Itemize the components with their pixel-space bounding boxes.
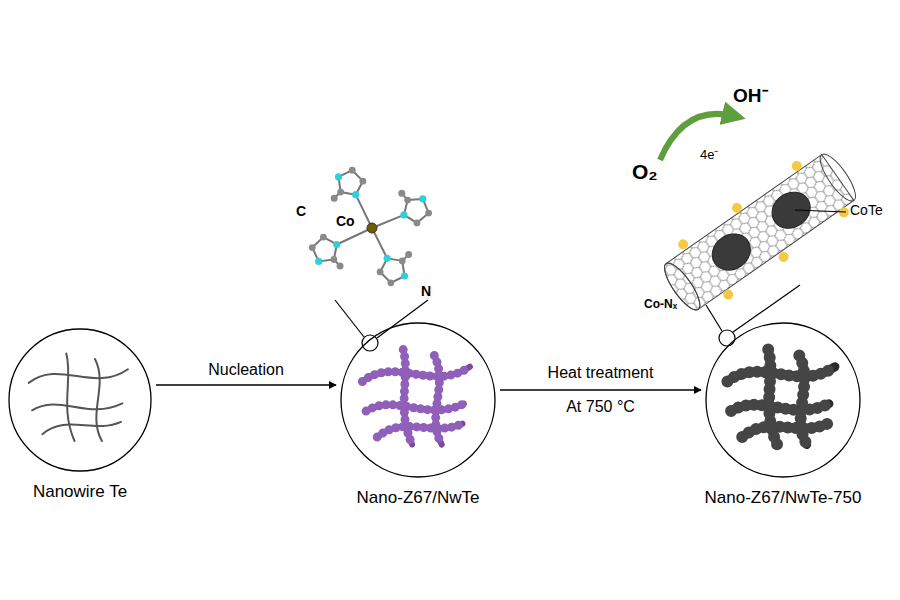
nanowire-beads bbox=[403, 350, 412, 445]
sample-circle: Nano-Z67/NwTe-750 bbox=[705, 322, 861, 508]
nanowire-beads bbox=[742, 424, 827, 437]
nanowire bbox=[29, 369, 128, 383]
nanowire bbox=[768, 350, 777, 445]
nanowire bbox=[377, 424, 462, 437]
co-nx-site bbox=[676, 237, 690, 251]
nanowire-beads bbox=[768, 350, 777, 445]
sample-circle: Nanowire Te bbox=[8, 328, 152, 502]
nanowire-beads bbox=[362, 367, 470, 382]
sample-circle: Nano-Z67/NwTe bbox=[340, 322, 496, 508]
nanowire bbox=[403, 350, 412, 445]
step-label: Heat treatment At 750 °C bbox=[539, 356, 663, 424]
co-nx-site bbox=[790, 159, 804, 173]
circle-outline bbox=[340, 322, 496, 478]
part-label: C bbox=[296, 204, 306, 219]
nanowire bbox=[799, 356, 806, 445]
part-label: N bbox=[421, 284, 431, 299]
zoom-circle bbox=[362, 335, 378, 351]
nanowire-beads bbox=[434, 356, 441, 445]
reaction-arrow bbox=[660, 114, 734, 160]
part-label: OH⁻ bbox=[733, 86, 768, 107]
nanowire bbox=[32, 403, 122, 410]
sample-name: Nanowire Te bbox=[0, 482, 212, 502]
nanowire bbox=[727, 367, 835, 382]
leader-line bbox=[795, 210, 846, 212]
co-nx-site bbox=[730, 201, 744, 215]
nanowire bbox=[434, 356, 441, 445]
cote-particle bbox=[705, 227, 757, 278]
part-label: O₂ bbox=[632, 160, 658, 183]
nanowire bbox=[42, 422, 121, 434]
leader-line bbox=[335, 300, 364, 337]
nanowire-beads bbox=[799, 356, 806, 445]
nanowire bbox=[742, 424, 827, 437]
nanowire-beads bbox=[731, 404, 829, 411]
zoom-circle bbox=[719, 330, 735, 346]
carbon-nanotube bbox=[652, 140, 867, 323]
nanowire bbox=[362, 367, 470, 382]
circle-outline bbox=[705, 322, 861, 478]
nanowire-beads bbox=[377, 424, 462, 437]
leader-line bbox=[706, 305, 722, 331]
process-arrow bbox=[500, 389, 701, 391]
leader-line bbox=[377, 300, 428, 338]
nanowire bbox=[366, 404, 464, 411]
nanowire bbox=[66, 354, 74, 442]
nanowire bbox=[731, 404, 829, 411]
circle-outline bbox=[8, 328, 152, 472]
nanowire-beads bbox=[366, 404, 464, 411]
nanowire-beads bbox=[727, 367, 835, 382]
part-label: Co bbox=[336, 214, 355, 229]
part-label: 4e⁻ bbox=[700, 148, 718, 162]
process-arrow bbox=[156, 384, 336, 386]
sample-name: Nano-Z67/NwTe bbox=[280, 488, 556, 508]
nanowires bbox=[29, 350, 835, 445]
step-label: Nucleation bbox=[208, 361, 284, 379]
zif67-molecule bbox=[309, 167, 432, 286]
sample-name: Nano-Z67/NwTe-750 bbox=[645, 488, 900, 508]
co-nx-site bbox=[721, 288, 735, 302]
nanowire bbox=[95, 359, 102, 441]
part-label: Co-Nₓ bbox=[644, 298, 677, 311]
co-nx-site bbox=[777, 250, 791, 264]
part-label: CoTe bbox=[850, 203, 883, 218]
